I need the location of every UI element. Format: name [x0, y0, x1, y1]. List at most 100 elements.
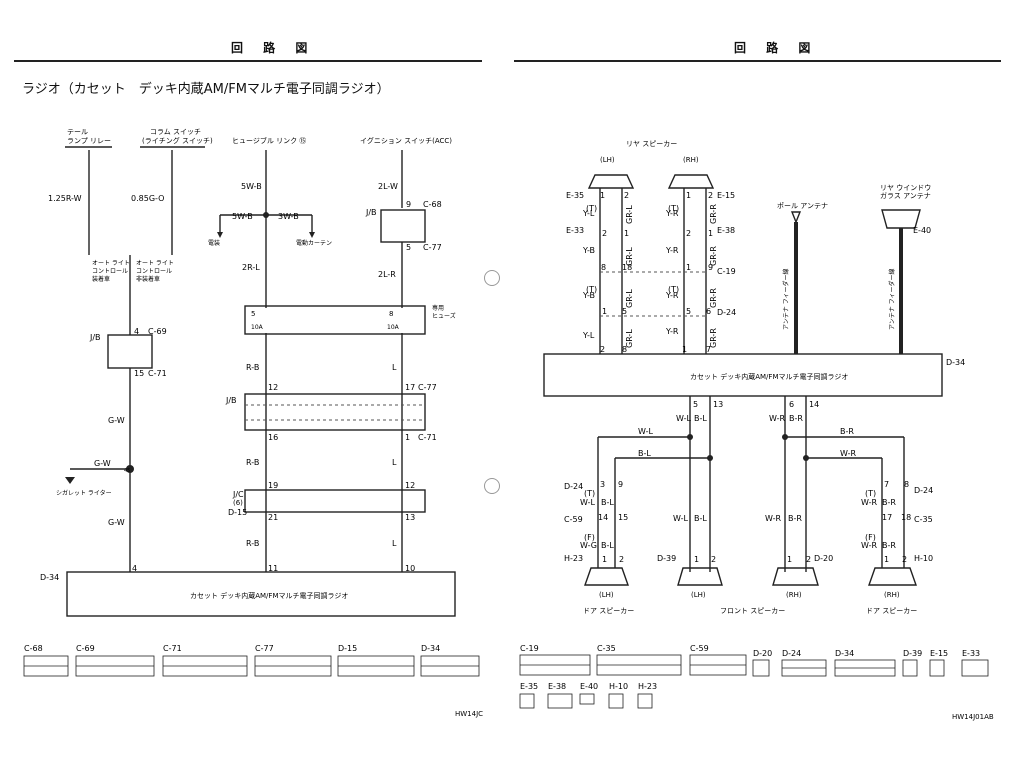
wire-y-r-1: Y-R: [665, 209, 679, 218]
rconn-d34: D-34: [946, 358, 965, 367]
tail-relay-line2: ランプ リレー: [67, 137, 111, 145]
rpin-8a: 8: [601, 263, 606, 272]
rpin-9b: 9: [618, 480, 623, 489]
wire-gr-r-4: GR-R: [709, 328, 718, 348]
rconn-h10: H-10: [914, 554, 933, 563]
rpin-2f: 2: [619, 555, 624, 564]
right-title-rule: [514, 60, 1001, 62]
rpin-18: 18: [622, 263, 632, 272]
rconn-c19: C-19: [717, 267, 736, 276]
rpin-1d: 1: [708, 229, 713, 238]
legend-e35: E-35: [520, 682, 538, 691]
tag-t-rh-2: (T): [668, 285, 679, 294]
rear-speaker-label: リヤ スピーカー: [626, 140, 677, 148]
fuse-8-amp: 10A: [387, 324, 400, 331]
legend-d20: D-20: [753, 649, 772, 658]
fuse-5-label: 5: [251, 310, 255, 318]
binder-hole-top: [484, 270, 500, 286]
pin-5: 5: [406, 243, 411, 252]
wire-r-b-2: R-B: [246, 458, 259, 467]
front-lh: (LH): [691, 591, 706, 599]
wire-r-b-3: R-B: [246, 539, 259, 548]
auto-light-b-1: オート ライト: [136, 260, 174, 267]
rpin-5c: 5: [693, 400, 698, 409]
legend-h10: H-10: [609, 682, 628, 691]
wire-w-r-1: W-R: [769, 414, 785, 423]
tag-f-door-rh: (F): [865, 533, 876, 542]
legend-e40: E-40: [580, 682, 598, 691]
rpin-1b: 1: [686, 191, 691, 200]
rpin-2h: 2: [806, 555, 811, 564]
pin-17: 17: [405, 383, 415, 392]
legend-e15: E-15: [930, 649, 948, 658]
connector-legend-right: C-19 C-35 C-59 D-20 D-24 D-34 D-39 E-15 …: [520, 644, 980, 691]
conn-c71b: C-71: [418, 433, 437, 442]
rpin-7b: 7: [884, 480, 889, 489]
legend-e38: E-38: [548, 682, 566, 691]
pin-19: 19: [268, 481, 278, 490]
rconn-e35: E-35: [566, 191, 584, 200]
rpin-14: 14: [809, 400, 819, 409]
conn-c71a: C-71: [148, 369, 167, 378]
rpin-8c: 8: [904, 480, 909, 489]
legend-e33: E-33: [962, 649, 980, 658]
rpin-2c: 2: [602, 229, 607, 238]
rear-window-antenna-1: リヤ ウインドウ: [880, 184, 931, 192]
rpin-15: 15: [618, 513, 628, 522]
rconn-d39: D-39: [657, 554, 676, 563]
rpin-1a: 1: [600, 191, 605, 200]
rconn-c59: C-59: [564, 515, 583, 524]
jc-number: (6): [233, 499, 243, 507]
wire-w-r-5: W-R: [861, 541, 877, 550]
wire-b-r-5: B-R: [882, 541, 896, 550]
tag-t-door-rh: (T): [865, 489, 876, 498]
pin-9: 9: [406, 200, 411, 209]
branch-curtain-label: 電動カーテン: [296, 239, 332, 247]
rpin-9: 9: [708, 263, 713, 272]
wire-w-l-1: W-L: [676, 414, 691, 423]
rconn-h23: H-23: [564, 554, 583, 563]
wire-b-l-1: B-L: [694, 414, 707, 423]
wire-w-l-3: W-L: [673, 514, 688, 523]
pin-16: 16: [268, 433, 278, 442]
wire-b-r-3: B-R: [788, 514, 802, 523]
wire-gr-l-3: GR-L: [625, 289, 634, 308]
pin-4b: 4: [132, 564, 137, 573]
legend-c71: C-71: [163, 644, 182, 653]
tag-t-lh-1: (T): [586, 204, 597, 213]
jc-label: J/C: [232, 490, 244, 499]
right-page-title: 回 路 図: [734, 41, 819, 55]
rpin-3: 3: [600, 480, 605, 489]
wire-gr-l-2: GR-L: [625, 247, 634, 266]
pin-45: 45: [124, 468, 130, 474]
wire-gr-l-4: GR-L: [625, 329, 634, 348]
rpin-17: 17: [882, 513, 892, 522]
pin-13: 13: [405, 513, 415, 522]
pin-12b: 12: [405, 481, 415, 490]
conn-d34-left: D-34: [40, 573, 59, 582]
branch-load-label: 電装: [208, 239, 220, 247]
pin-15: 15: [134, 369, 144, 378]
rpin-5a: 5: [622, 307, 627, 316]
wire-g-w-1: G-W: [108, 416, 125, 425]
auto-light-a-1: オート ライト: [92, 260, 130, 267]
tag-t-lh-2: (T): [586, 285, 597, 294]
rpin-13: 13: [713, 400, 723, 409]
wire-w-r-3: W-R: [765, 514, 781, 523]
pin-10: 10: [405, 564, 415, 573]
wire-y-l-2: Y-L: [582, 331, 595, 340]
rear-speaker-rh: (RH): [683, 156, 699, 164]
rpin-1c: 1: [624, 229, 629, 238]
legend-d24: D-24: [782, 649, 801, 658]
wire-w-l-4: W-L: [580, 498, 595, 507]
legend-c77: C-77: [255, 644, 274, 653]
auto-light-a-3: 装着車: [92, 275, 110, 283]
page-code-left: HW14JC: [455, 710, 483, 718]
rconn-d24c: D-24: [914, 486, 933, 495]
cigar-lighter-label: シガレット ライター: [56, 489, 112, 497]
wire-gr-r-1: GR-R: [709, 204, 718, 224]
wire-l-3: L: [392, 539, 397, 548]
conn-c69: C-69: [148, 327, 167, 336]
door-speaker-lh: ドア スピーカー: [583, 607, 634, 615]
conn-c77b: C-77: [418, 383, 437, 392]
